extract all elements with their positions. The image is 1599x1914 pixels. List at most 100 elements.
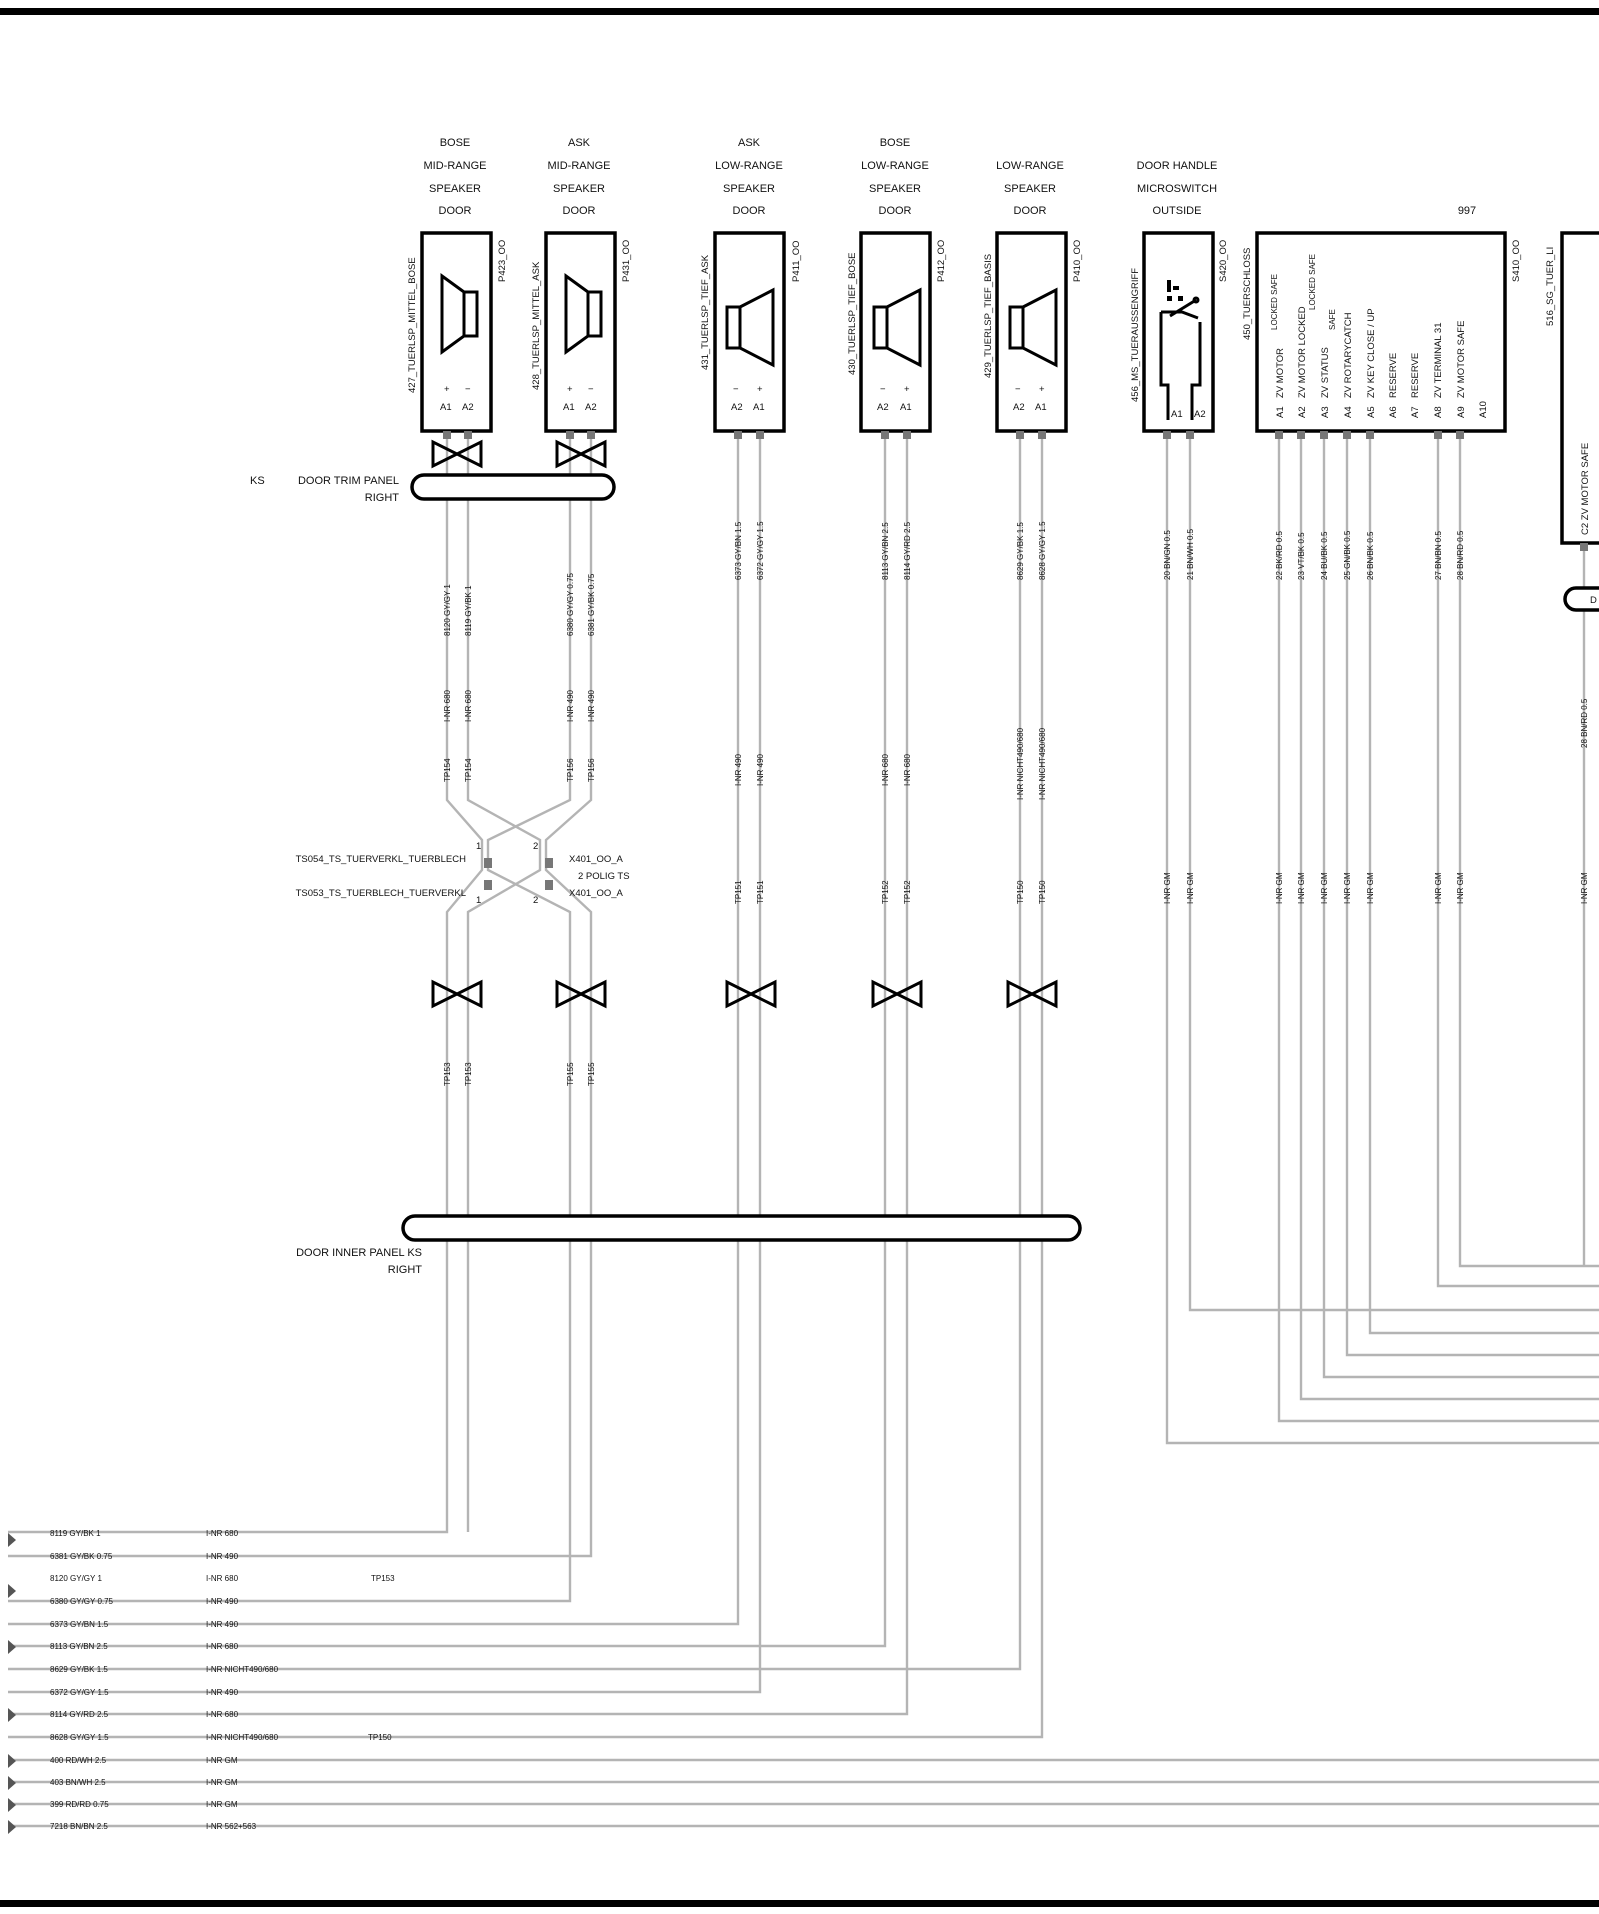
wire-8120[interactable] [8,432,484,1534]
inr-label: I-NR GM [1343,872,1352,904]
component-code: P411_OO [791,240,802,282]
header-s420-line2: MICROSWITCH [1137,183,1217,195]
svg-text:I-NR 680: I-NR 680 [206,1574,239,1583]
table-row: 8120 GY/GY 1 I-NR 680 TP153 [50,1574,395,1583]
wire-label: 28 BN/RD 0.5 [1580,698,1589,748]
inr-label: I-NR 490 [566,689,575,722]
wire-label: 8120 GY/GY 1 [443,584,452,636]
component-headers: BOSE MID-RANGE SPEAKER DOOR ASK MID-RANG… [424,137,1477,217]
inr-label: I-NR NICHT490/680 [1038,727,1047,800]
tp-label: TP151 [756,880,765,904]
lock-pin-a9-text: ZV MOTOR SAFE [1456,321,1467,398]
inr-label: I-NR GM [1186,872,1195,904]
component-name: 430_TUERLSP_TIEF_BOSE [847,253,858,376]
speaker-p423[interactable]: + − A1 A2 427_TUERLSP_MITTEL_BOSE P423_O… [407,231,508,439]
table-row: 8114 GY/RD 2.5 I-NR 680 [50,1710,239,1719]
speaker-p431[interactable]: + − A1 A2 428_TUERLSP_MITTEL_ASK P431_OO [531,231,632,439]
pin-label: A2 [731,402,743,413]
lock-pin-a6-text: RESERVE [1388,353,1399,398]
inr-label: I-NR GM [1275,872,1284,904]
connector-label: X401_OO_A [569,854,624,865]
connector-pin-number: 1 [476,895,481,906]
wire-20[interactable] [1165,432,1599,1445]
lock-pin-a3: A3 [1320,406,1331,418]
header-p410-line1: LOW-RANGE [996,160,1064,172]
tp-label: TP152 [903,880,912,904]
wire-8119[interactable] [466,432,542,1532]
wire-label: 6373 GY/BN 1.5 [734,521,743,580]
table-row: 403 BN/WH 2.5 I-NR GM [50,1778,238,1787]
lock-pin-a7: A7 [1410,406,1421,418]
lock-pin-a4: A4 [1343,406,1354,418]
pin-label: A2 [1194,409,1206,420]
header-p410-line3: DOOR [1014,205,1047,217]
wire-23[interactable] [1299,432,1599,1401]
polarity-minus: − [465,384,471,395]
sg-pin-c2: C2 ZV MOTOR SAFE [1580,443,1591,535]
pin-label: A1 [440,402,452,413]
control-unit-sg-tuer[interactable]: 516_SG_TUER_LI C2 ZV MOTOR SAFE D [1545,231,1599,612]
svg-text:8113 GY/BN 2.5: 8113 GY/BN 2.5 [50,1642,108,1651]
door-lock-s410[interactable]: 450_TUERSCHLOSS S410_OO A1 ZV MOTOR LOCK… [1242,231,1522,439]
lock-pin-a5: A5 [1366,406,1377,418]
tp-label: TP150 [1016,880,1025,904]
connector-pin-number: 2 [533,841,538,852]
wire-8114[interactable] [8,432,909,1716]
wire-6372[interactable] [8,432,762,1694]
tp-label: TP154 [443,758,452,782]
wire-26[interactable] [1368,432,1599,1335]
svg-text:399 RD/RD 0.75: 399 RD/RD 0.75 [50,1800,109,1809]
wire-8629[interactable] [8,432,1022,1671]
lock-pin-a2: A2 [1297,406,1308,418]
lock-pin-a8-text: ZV TERMINAL 31 [1433,323,1444,399]
wire-28[interactable] [1458,432,1599,1268]
wire-6373[interactable] [8,432,740,1626]
svg-text:I-NR 490: I-NR 490 [206,1620,239,1629]
component-name: 516_SG_TUER_LI [1545,247,1556,326]
wire-8113[interactable] [8,432,887,1648]
speaker-icon [872,287,922,368]
header-p423-line3: SPEAKER [429,183,481,195]
svg-text:6381 GY/BK 0.75: 6381 GY/BK 0.75 [50,1552,113,1561]
wire-label: 8629 GY/BK 1.5 [1016,522,1025,580]
speaker-p410[interactable]: − + A2 A1 429_TUERLSP_TIEF_BASIS P410_OO [983,231,1083,439]
lock-pin-a8: A8 [1433,406,1444,418]
header-p411-line3: SPEAKER [723,183,775,195]
svg-text:I-NR 490: I-NR 490 [206,1688,239,1697]
wire-end-arrows [8,1533,16,1834]
speaker-p411[interactable]: − + A2 A1 431_TUERLSP_TIEF_ASK P411_OO [700,231,802,439]
lock-pin-a1-sub: LOCKED SAFE [1270,274,1279,330]
inr-label: I-NR 680 [903,753,912,786]
svg-text:403 BN/WH 2.5: 403 BN/WH 2.5 [50,1778,106,1787]
shield-label: DOOR TRIM PANEL [298,475,399,487]
svg-text:I-NR NICHT490/680: I-NR NICHT490/680 [206,1665,279,1674]
wire-27[interactable] [1436,432,1599,1288]
speaker-icon [440,273,479,355]
wire-22[interactable] [1277,432,1599,1423]
speaker-icon [725,287,775,368]
twist-icon [431,439,483,469]
tp-label: TP155 [566,1062,575,1086]
wire-8628[interactable] [8,432,1044,1739]
wire-6381[interactable] [8,432,593,1558]
inr-label: I-NR GM [1456,872,1465,904]
connector-x401[interactable]: 1 2 1 2 TS054_TS_TUERVERKL_TUERBLECH TS0… [296,841,630,906]
table-row: 7218 BN/BN 2.5 I-NR 562+563 [50,1822,257,1831]
wire-24[interactable] [1322,432,1599,1379]
microswitch-s420[interactable]: A1 A2 456_MS_TUERAUSSENGRIFF S420_OO [1130,231,1229,439]
svg-text:I-NR GM: I-NR GM [206,1800,238,1809]
component-name: 428_TUERLSP_MITTEL_ASK [531,261,542,390]
wire-25[interactable] [1345,432,1599,1357]
tp-label: TP150 [1038,880,1047,904]
polarity-plus: + [567,384,573,395]
polarity-minus: − [1015,384,1021,395]
pin-label: A1 [900,402,912,413]
speaker-icon [564,273,603,355]
polarity-plus: + [1039,384,1045,395]
wire-21[interactable] [1188,432,1599,1312]
wire-6380[interactable] [8,432,572,1603]
wire-label: 26 BN/BK 0.5 [1366,531,1375,580]
twist-icon [431,979,483,1009]
speaker-p412[interactable]: − + A2 A1 430_TUERLSP_TIEF_BOSE P412_OO [847,231,947,439]
